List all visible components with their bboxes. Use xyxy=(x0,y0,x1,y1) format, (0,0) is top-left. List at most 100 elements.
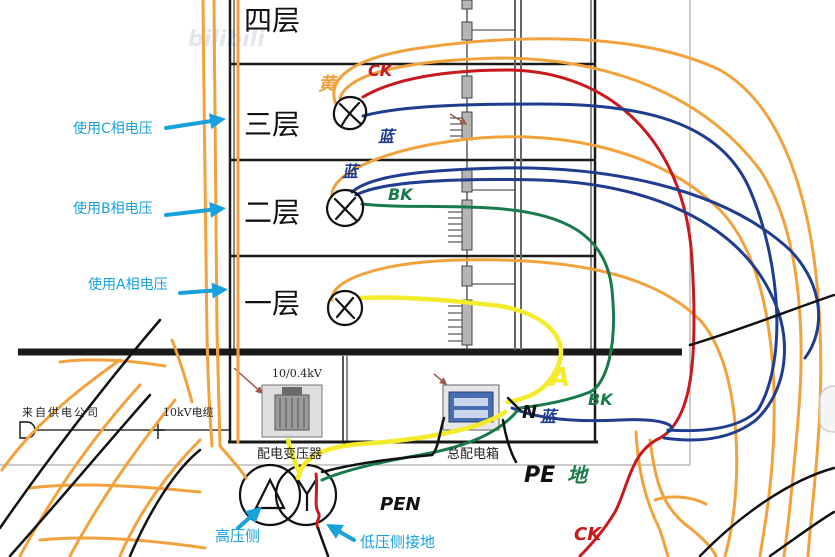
transformer-picture xyxy=(261,384,323,438)
yellow-wire-to-transformer xyxy=(295,409,508,481)
blue-wires xyxy=(350,102,821,442)
lamp-cross xyxy=(334,296,356,320)
delta-symbol xyxy=(254,477,286,510)
orange-scribble xyxy=(0,358,122,472)
mark-box-neutral-color: 蓝 xyxy=(540,407,559,426)
lamp-cross xyxy=(333,196,358,222)
pointer-arrow-meter xyxy=(449,113,468,125)
orange-wire xyxy=(218,444,248,480)
meter-box xyxy=(461,299,473,346)
hv-side-arrow xyxy=(236,506,262,530)
orange-wire xyxy=(330,135,776,557)
orange-scribble xyxy=(18,383,142,557)
phase-arrow-floor-1 xyxy=(178,282,228,299)
meter-box xyxy=(461,265,473,287)
meter-box xyxy=(461,75,473,99)
phase-note-floor-3: 使用C相电压 xyxy=(73,120,153,137)
meter-box xyxy=(461,0,473,10)
phase-arrow-floor-3 xyxy=(164,113,226,130)
orange-scribble xyxy=(38,536,207,550)
mark-floor-3-blue: 蓝 xyxy=(378,127,397,146)
hv-winding-circle xyxy=(238,463,302,527)
blue-wire-floor-2 xyxy=(354,178,786,442)
meter-box xyxy=(461,111,473,141)
lamp-outline xyxy=(332,95,368,131)
orange-wire xyxy=(634,430,670,557)
floor-label-3: 三层 xyxy=(244,108,300,141)
ground-stroke xyxy=(316,526,330,557)
ground-hatch xyxy=(768,510,835,557)
mark-box-green: BK xyxy=(588,390,614,409)
ground-hatch xyxy=(0,318,162,530)
red-wire-floor-3 xyxy=(361,68,696,557)
supply-cable: 10kV电缆 xyxy=(163,406,214,419)
neutral-stub xyxy=(506,396,522,412)
building-structure xyxy=(18,0,682,444)
transformer-name: 配电变压器 xyxy=(257,446,322,462)
yellow-wire-stub xyxy=(285,437,303,478)
meter-box xyxy=(461,21,473,41)
orange-scribble xyxy=(170,338,194,404)
mark-bottom-red: CK xyxy=(574,524,603,545)
cable-termination-source xyxy=(19,421,36,439)
orange-wire xyxy=(330,258,739,557)
orange-scribble xyxy=(68,398,177,557)
box-breaker-row xyxy=(454,410,488,418)
lv-ground-label: 低压侧接地 xyxy=(360,533,435,551)
blue-wire-floor-3 xyxy=(361,102,779,433)
orange-wire xyxy=(338,56,803,557)
hv-side-label: 高压侧 xyxy=(215,527,260,545)
pe-wire xyxy=(501,418,518,464)
transformer-top xyxy=(282,387,302,395)
red-wires xyxy=(314,68,696,557)
transformer-rating: 10/0.4kV xyxy=(272,367,323,380)
box-breaker-row xyxy=(454,398,488,406)
mark-floor-2-blue: 蓝 xyxy=(342,162,361,181)
ground-hatch xyxy=(688,293,835,347)
lamp-floor-2 xyxy=(325,188,365,228)
lamp-outline xyxy=(326,289,364,327)
lamp-floor-3 xyxy=(332,95,368,131)
ground-hatch xyxy=(128,448,202,557)
mark-floor-2-green: BK xyxy=(388,185,414,204)
meter-box xyxy=(461,199,473,251)
watermark-logo: bilibili xyxy=(188,27,265,52)
mark-box-yellow: A xyxy=(548,363,570,393)
page-frame xyxy=(0,0,691,466)
phase-note-floor-2: 使用B相电压 xyxy=(73,200,153,217)
green-wire-floor-2 xyxy=(360,202,615,410)
distribution-box-picture xyxy=(442,384,500,431)
yellow-wire-floor-1 xyxy=(357,295,564,405)
red-wire-lv-ground xyxy=(314,472,321,530)
orange-scribble xyxy=(28,483,202,494)
lamp-floor-1 xyxy=(326,289,364,327)
wye-symbol xyxy=(297,479,317,511)
lamp-cross xyxy=(338,101,363,127)
mark-pen: PEN xyxy=(380,494,421,515)
floor-label-2: 二层 xyxy=(244,196,300,229)
blue-wire-floor-2 xyxy=(350,166,821,360)
distribution-box-name: 总配电箱 xyxy=(447,446,499,462)
floor-label-1: 一层 xyxy=(244,287,300,320)
supply-source: 来自供电公司 xyxy=(22,405,100,419)
lamp-outline xyxy=(325,188,365,228)
breaker-ticks xyxy=(448,117,462,342)
phase-note-floor-1: 使用A相电压 xyxy=(88,276,168,293)
pointer-arrow-box xyxy=(433,373,448,385)
orange-wire xyxy=(653,495,708,506)
mark-floor-3-orange: 黄 xyxy=(318,74,339,95)
black-wires xyxy=(0,293,835,557)
orange-wire xyxy=(212,0,222,448)
mark-box-neutral: N xyxy=(522,402,537,423)
ground-hatch xyxy=(8,393,152,557)
blue-wire-neutral xyxy=(510,406,673,434)
side-panel-handle xyxy=(819,385,835,433)
pen-wire xyxy=(320,416,446,474)
orange-scribble xyxy=(58,358,167,368)
yellow-wires xyxy=(285,295,564,481)
mark-earth: 地 xyxy=(567,463,590,487)
orange-wire xyxy=(201,0,214,448)
mark-pe: PE xyxy=(524,463,555,488)
floor-label-4: 四层 xyxy=(244,4,300,37)
